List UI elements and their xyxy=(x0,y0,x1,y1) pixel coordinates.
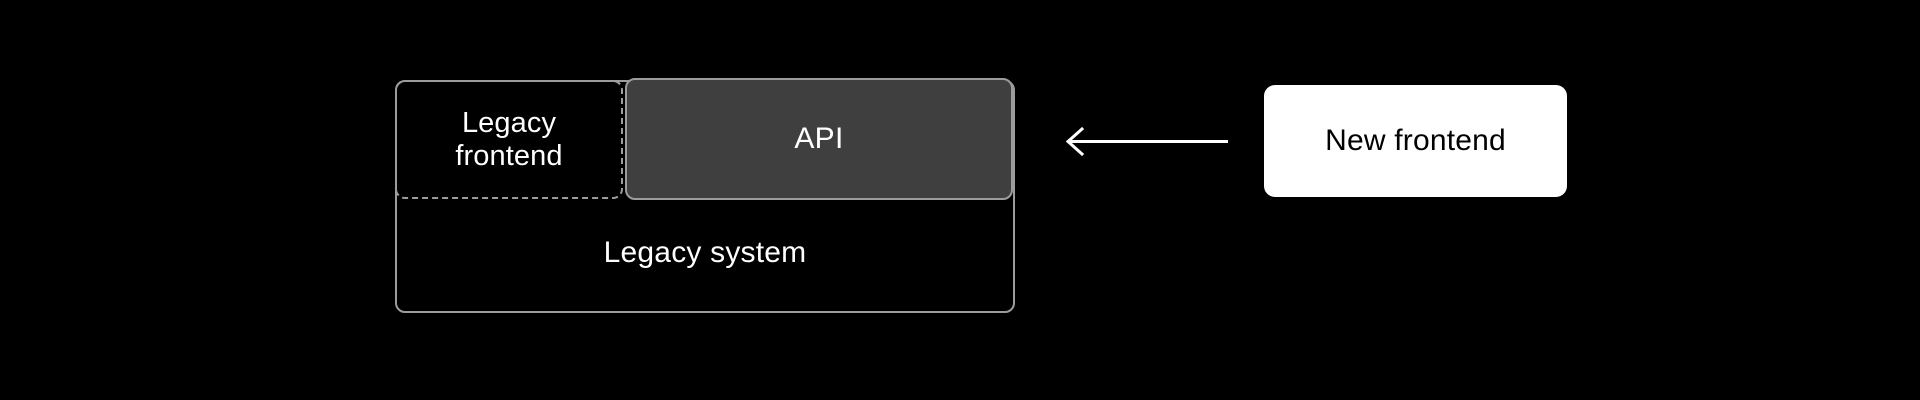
node-legacy-frontend-label: Legacy frontend xyxy=(455,107,563,172)
node-new-frontend[interactable]: New frontend xyxy=(1264,85,1567,197)
node-legacy-system-label: Legacy system xyxy=(603,236,807,270)
node-api[interactable]: API xyxy=(625,78,1013,200)
node-new-frontend-label: New frontend xyxy=(1325,124,1506,157)
arrow-left-icon xyxy=(1065,126,1228,157)
node-legacy-frontend[interactable]: Legacy frontend xyxy=(395,80,623,199)
new-frontend-to-api-arrow xyxy=(1058,120,1228,164)
node-api-label: API xyxy=(794,122,844,155)
